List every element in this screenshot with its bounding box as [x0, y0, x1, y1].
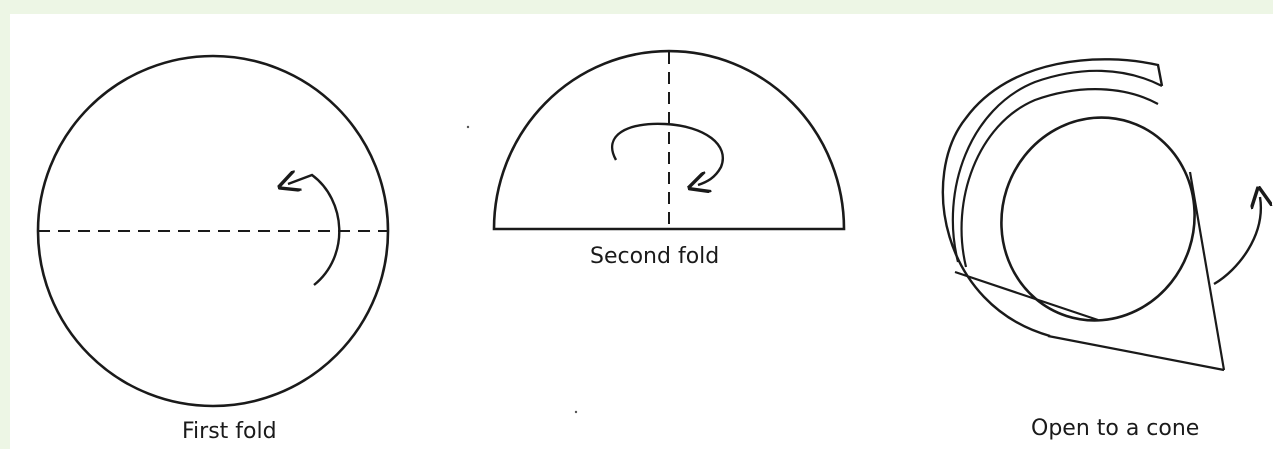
caption-first-fold: First fold — [182, 419, 277, 444]
fold-arrow-icon — [288, 175, 341, 286]
fold-arrow-icon — [610, 122, 724, 185]
scan-speck — [466, 125, 470, 129]
cone-opening — [1000, 116, 1196, 322]
second-fold-figure — [492, 49, 846, 231]
cone-figure — [941, 58, 1261, 372]
cone-layer-outer — [941, 58, 1164, 338]
open-arrow-icon — [1213, 197, 1261, 286]
half-circle — [492, 49, 846, 231]
caption-second-fold: Second fold — [590, 244, 720, 269]
paper-circle — [36, 54, 390, 408]
cone-edge-right — [1188, 171, 1226, 371]
cone-layer-inner — [960, 88, 1159, 268]
cone-edge-lower — [1047, 334, 1225, 372]
scan-speck — [574, 410, 578, 414]
first-fold-figure — [36, 54, 390, 408]
caption-open-to-cone: Open to a cone — [1031, 416, 1200, 441]
cone-back-edge — [954, 270, 1099, 322]
cone-layer-middle — [951, 69, 1163, 263]
